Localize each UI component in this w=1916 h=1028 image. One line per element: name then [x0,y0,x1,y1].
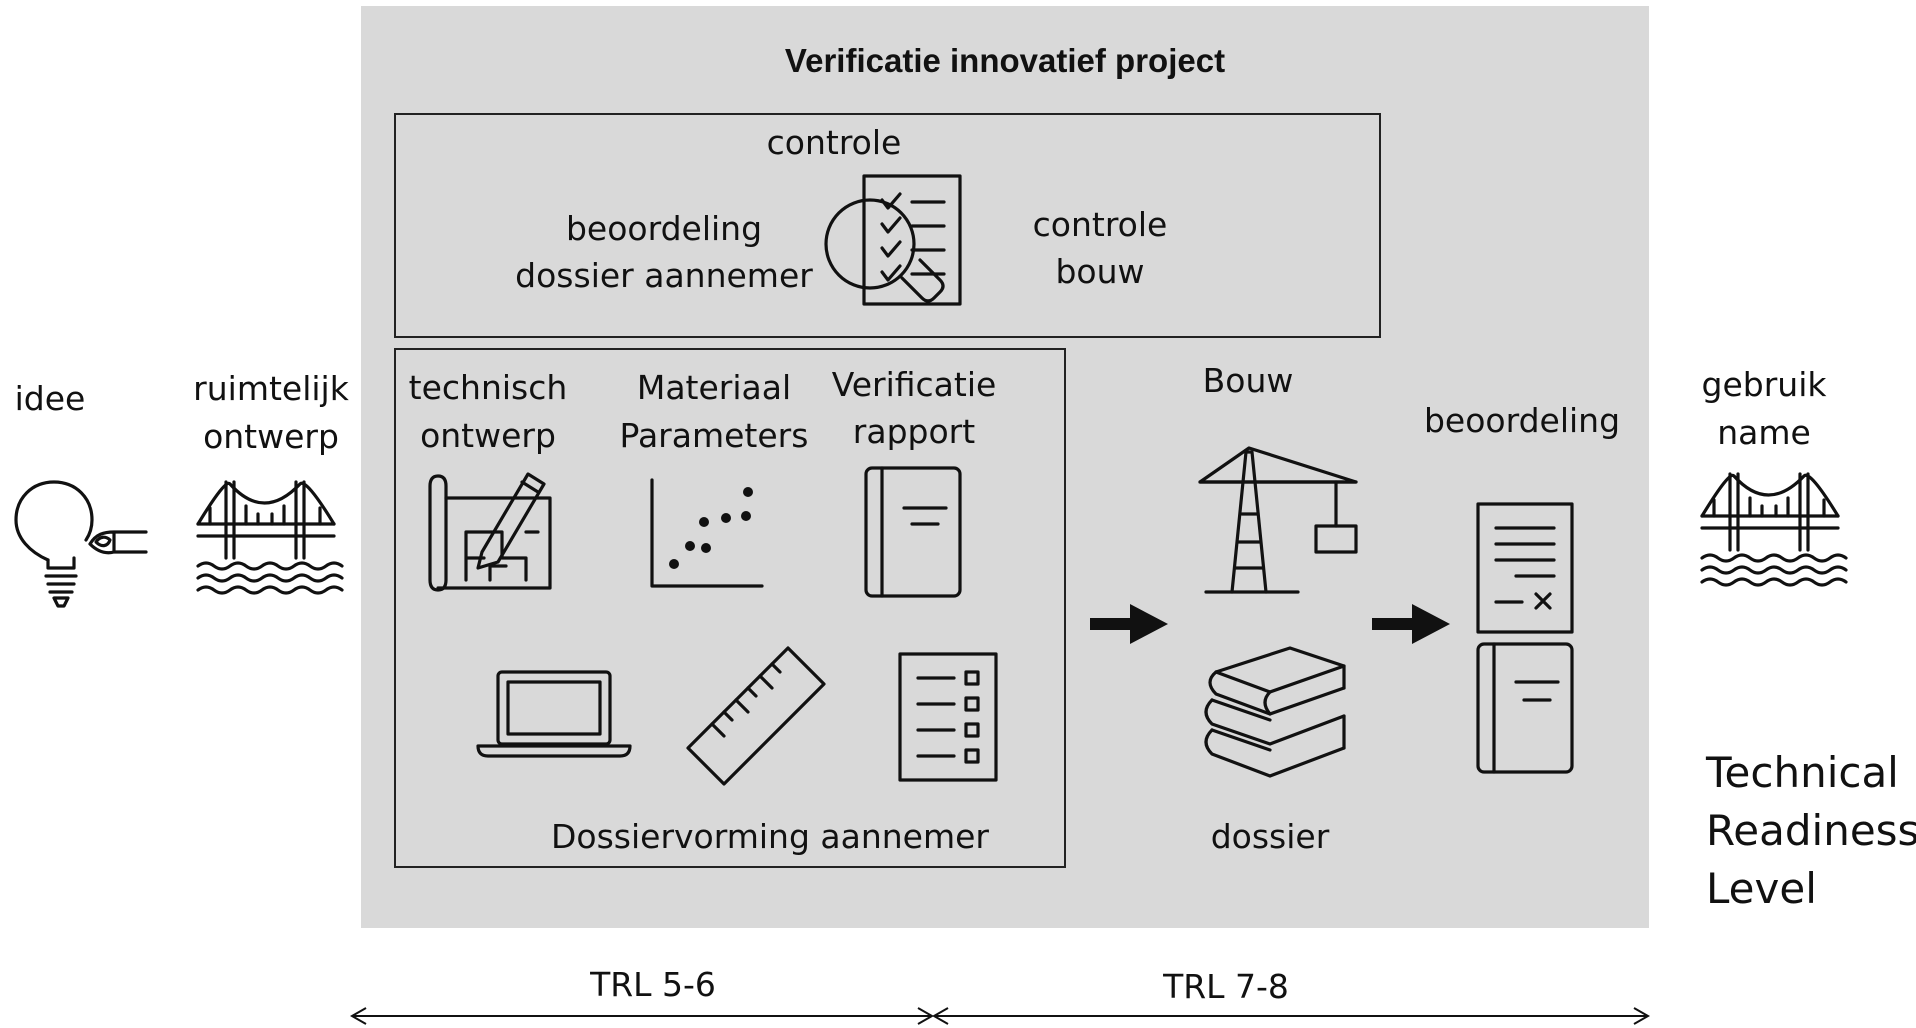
dossiervorming-box [394,348,1066,868]
books-stack-icon [1204,646,1346,778]
controle-box [394,113,1381,338]
laptop-icon [476,670,632,758]
trl-title-line2: Readiness [1706,806,1916,855]
bouw-label: Bouw [1202,361,1294,400]
controle-bouw-line1: controle [1032,205,1168,244]
verification-panel [361,6,1649,928]
ruimtelijk-label-line2: ontwerp [203,417,339,456]
trl-title-line1: Technical [1706,748,1899,797]
document-signed-icon [1476,502,1574,774]
blueprint-pencil-icon [428,472,552,592]
trl-title-line3: Level [1706,864,1817,913]
arrow-right-icon [1372,604,1450,644]
technisch-ontwerp-line1: technisch [408,368,568,407]
idee-label: idee [14,379,86,418]
beoordeling-dossier-line1: beoordeling [565,209,763,248]
materiaal-parameters-line2: Parameters [619,416,809,455]
verificatie-rapport-line2: rapport [852,412,976,451]
dossiervorming-caption: Dossiervorming aannemer [551,817,989,856]
crane-icon [1198,446,1358,594]
diagram-title: Verificatie innovatief project [784,42,1226,79]
technisch-ontwerp-line2: ontwerp [420,416,556,455]
trl-left-label: TRL 5-6 [590,965,716,1004]
bridge-icon [196,480,344,595]
trl-title: Technical Readiness Level [1706,744,1916,918]
book-icon [864,466,962,598]
bridge-icon [1700,472,1848,587]
gebruik-name-line1: gebruik [1701,365,1827,404]
arrow-right-icon [1090,604,1168,644]
clipboard-magnifier-icon [824,174,962,306]
dossier-label: dossier [1210,817,1330,856]
controle-bouw-line2: bouw [1055,252,1145,291]
trl-range-arrows [349,1007,1651,1025]
trl-right-label: TRL 7-8 [1163,967,1289,1006]
scatter-plot-icon [650,478,764,588]
materiaal-parameters-line1: Materiaal [636,368,792,407]
gebruik-name-line2: name [1717,413,1811,452]
controle-title: controle [766,123,902,162]
ruler-icon [686,646,826,786]
beoordeling-dossier-line2: dossier aannemer [515,256,813,295]
verificatie-rapport-line1: Verificatie [831,365,997,404]
lightbulb-hand-icon [14,480,148,608]
beoordeling-label: beoordeling [1423,401,1621,440]
checklist-icon [898,652,998,782]
ruimtelijk-label-line1: ruimtelijk [193,369,349,408]
